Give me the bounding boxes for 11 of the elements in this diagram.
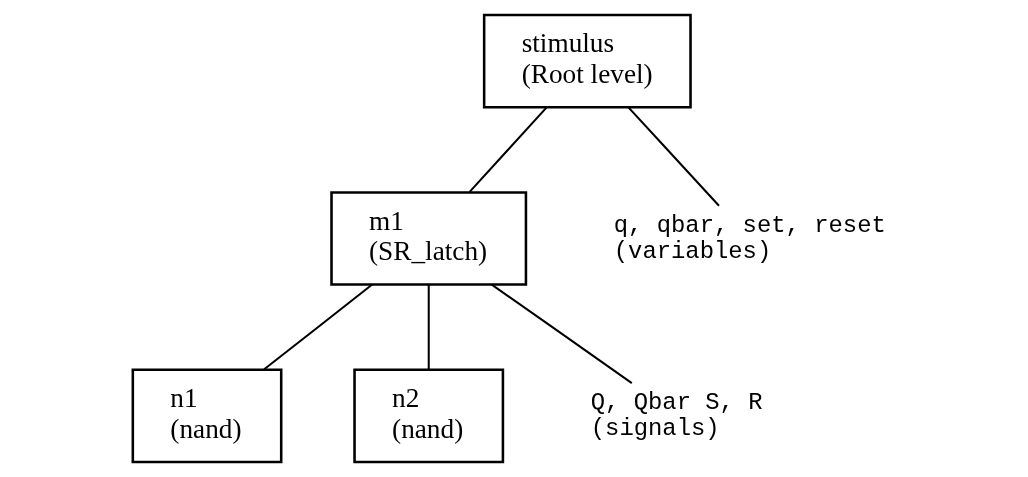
node-box: stimulus (Root level) <box>482 13 692 109</box>
connector <box>427 284 430 370</box>
connector <box>627 106 720 207</box>
connector <box>468 106 548 193</box>
node-box: m1 (SR_latch) <box>330 191 528 286</box>
connector <box>263 283 373 371</box>
node-box: n1 (nand) <box>131 368 283 464</box>
node-text: q, qbar, set, reset (variables) <box>613 212 886 265</box>
connector <box>491 283 633 384</box>
node-text: Q, Qbar S, R (signals) <box>590 389 763 442</box>
node-box: n2 (nand) <box>353 368 505 464</box>
